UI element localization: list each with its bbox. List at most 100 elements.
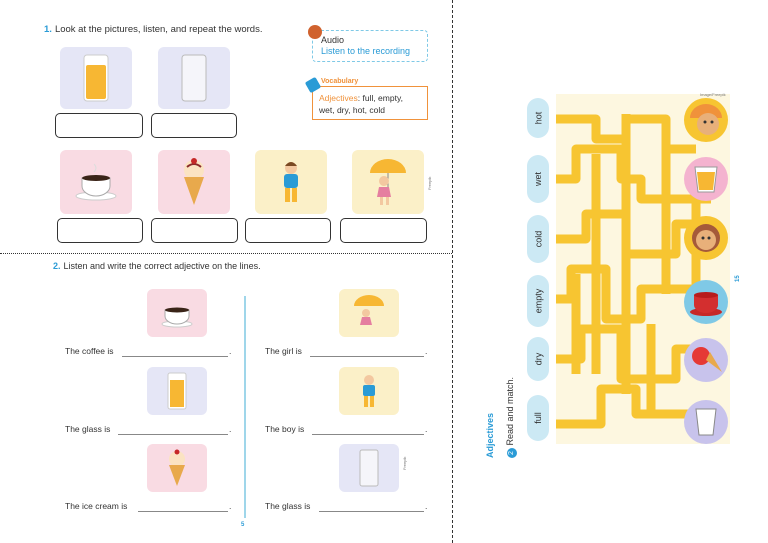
sentence-ice-cream: The ice cream is bbox=[65, 501, 128, 511]
sentence-coffee: The coffee is bbox=[65, 346, 114, 356]
write-line[interactable] bbox=[310, 356, 424, 357]
vocabulary-words-1: : full, empty, bbox=[357, 93, 403, 103]
task2-number: 2. bbox=[53, 261, 61, 271]
vocabulary-label: Adjectives bbox=[319, 93, 358, 103]
picture-girl-small bbox=[339, 289, 399, 337]
task1-number: 1. bbox=[44, 24, 52, 35]
word-dry[interactable]: dry bbox=[527, 337, 549, 381]
boy-icon bbox=[284, 162, 298, 202]
answer-box-1[interactable] bbox=[55, 113, 143, 138]
section-divider bbox=[0, 253, 452, 254]
vocabulary-title: Vocabulary bbox=[321, 78, 359, 85]
cold-child-icon bbox=[692, 224, 720, 252]
coffee-cup-icon bbox=[690, 292, 722, 316]
word-label: dry bbox=[532, 352, 543, 366]
credit-text: Freepik bbox=[427, 176, 432, 190]
word-label: wet bbox=[532, 171, 543, 187]
task2-text: Listen and write the correct adjective o… bbox=[63, 261, 261, 271]
page-divider-vertical bbox=[452, 0, 453, 543]
maze-paths bbox=[556, 114, 716, 429]
period: . bbox=[425, 346, 428, 356]
write-line[interactable] bbox=[138, 511, 228, 512]
picture-full-glass-right[interactable] bbox=[684, 157, 728, 201]
audio-link[interactable]: Listen to the recording bbox=[321, 46, 411, 56]
picture-boy-small bbox=[339, 367, 399, 415]
column-separator bbox=[244, 296, 246, 518]
activity-title: Adjectives bbox=[485, 412, 495, 458]
page-number-right: 15 bbox=[735, 275, 741, 282]
task1-text: Look at the pictures, listen, and repeat… bbox=[54, 24, 263, 35]
maze-area[interactable] bbox=[556, 94, 730, 444]
write-line[interactable] bbox=[312, 434, 424, 435]
picture-hot-coffee-right[interactable] bbox=[684, 280, 728, 324]
picture-glass-small bbox=[147, 367, 207, 415]
picture-ice-cream-right[interactable] bbox=[684, 338, 728, 382]
word-full[interactable]: full bbox=[527, 395, 549, 441]
picture-empty-glass bbox=[158, 47, 230, 109]
credit-text-right: Image/Freepik bbox=[700, 92, 726, 97]
credit-text: Freepik bbox=[402, 456, 407, 470]
period: . bbox=[425, 501, 428, 511]
word-wet[interactable]: wet bbox=[527, 155, 549, 203]
ice-cream-icon bbox=[169, 449, 185, 486]
girl-umbrella-icon bbox=[370, 159, 406, 205]
boy-icon bbox=[363, 375, 375, 407]
picture-empty-glass-right[interactable] bbox=[684, 400, 728, 444]
sentence-glass-right: The glass is bbox=[265, 501, 311, 511]
picture-boy bbox=[255, 150, 327, 214]
sentence-girl: The girl is bbox=[265, 346, 302, 356]
picture-coffee-small bbox=[147, 289, 207, 337]
picture-girl-umbrella bbox=[352, 150, 424, 214]
audio-box[interactable]: Audio Listen to the recording bbox=[308, 25, 428, 62]
word-empty[interactable]: empty bbox=[527, 275, 549, 327]
empty-glass-icon bbox=[181, 54, 207, 102]
coffee-cup-icon bbox=[161, 307, 193, 328]
period: . bbox=[229, 346, 232, 356]
sentence-boy: The boy is bbox=[265, 424, 305, 434]
speaker-icon bbox=[308, 25, 322, 39]
full-glass-icon bbox=[83, 54, 109, 102]
task2-instruction: 2.Listen and write the correct adjective… bbox=[53, 261, 261, 271]
word-label: full bbox=[532, 412, 543, 424]
period: . bbox=[425, 424, 428, 434]
answer-box-6[interactable] bbox=[340, 218, 427, 243]
answer-box-5[interactable] bbox=[245, 218, 331, 243]
audio-title: Audio bbox=[321, 35, 345, 45]
answer-box-2[interactable] bbox=[151, 113, 237, 138]
word-cold[interactable]: cold bbox=[527, 215, 549, 263]
sentence-glass: The glass is bbox=[65, 424, 111, 434]
task1-instruction: 1.Look at the pictures, listen, and repe… bbox=[44, 24, 262, 35]
picture-cold-child[interactable] bbox=[684, 216, 728, 260]
picture-hot-coffee bbox=[60, 150, 132, 214]
activity-instruction: 2 Read and match. bbox=[505, 377, 517, 458]
picture-ice-cream bbox=[158, 150, 230, 214]
picture-full-glass bbox=[60, 47, 132, 109]
write-line[interactable] bbox=[122, 356, 228, 357]
period: . bbox=[229, 501, 232, 511]
word-label: empty bbox=[533, 288, 544, 314]
answer-box-3[interactable] bbox=[57, 218, 143, 243]
page-number-left: 5 bbox=[241, 522, 245, 528]
picture-empty-glass-small bbox=[339, 444, 399, 492]
answer-box-4[interactable] bbox=[151, 218, 238, 243]
coffee-cup-icon bbox=[75, 163, 117, 201]
ice-cream-icon bbox=[692, 347, 722, 372]
girl-umbrella-icon bbox=[354, 295, 384, 325]
empty-glass-icon bbox=[695, 408, 717, 436]
write-line[interactable] bbox=[319, 511, 424, 512]
vocabulary-words-2: wet, dry, hot, cold bbox=[319, 105, 385, 115]
word-label: cold bbox=[532, 230, 543, 248]
write-line[interactable] bbox=[118, 434, 228, 435]
period: . bbox=[229, 424, 232, 434]
picture-hot-child[interactable] bbox=[684, 98, 728, 142]
full-glass-icon bbox=[694, 166, 718, 193]
hot-child-icon bbox=[690, 104, 722, 135]
pencil-icon bbox=[304, 76, 322, 94]
full-glass-icon bbox=[167, 372, 187, 410]
word-label: hot bbox=[532, 111, 543, 125]
vocabulary-box: Vocabulary Adjectives: full, empty, wet,… bbox=[304, 76, 428, 120]
picture-ice-cream-small bbox=[147, 444, 207, 492]
word-hot[interactable]: hot bbox=[527, 98, 549, 138]
instruction-text: Read and match. bbox=[505, 376, 515, 446]
instruction-number: 2 bbox=[507, 448, 517, 458]
